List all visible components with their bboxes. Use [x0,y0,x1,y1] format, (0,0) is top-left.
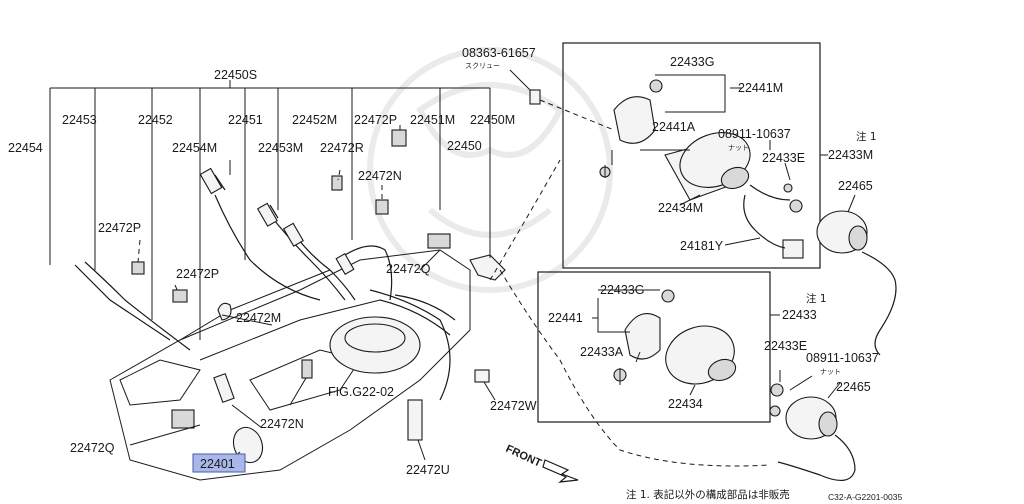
label-22452[interactable]: 22452 [138,113,173,127]
label-08911-lower[interactable]: 08911-10637 [806,351,879,365]
label-22453[interactable]: 22453 [62,113,97,127]
label-fig-ref[interactable]: FIG.G22-02 [328,385,394,399]
leader-lines [129,125,496,463]
label-22472U[interactable]: 22472U [406,463,450,477]
label-22472Q-mid[interactable]: 22472Q [386,262,431,276]
label-22472N-top[interactable]: 22472N [358,169,402,183]
label-22472P-top[interactable]: 22472P [354,113,397,127]
pickup-22465-upper [816,194,897,356]
part-labels: 22450S 22453 22452 22451 22452M 22472P 2… [8,46,902,502]
label-22472Q-bot[interactable]: 22472Q [70,441,115,455]
boots-and-clips [131,129,506,464]
label-22433A[interactable]: 22433A [580,345,624,359]
ref-dashes [489,159,771,467]
label-22433G-upper[interactable]: 22433G [670,55,714,69]
engine-outline [109,249,471,481]
label-22441M[interactable]: 22441M [738,81,783,95]
front-arrow: FRONT [504,443,579,483]
label-22465-lower[interactable]: 22465 [836,380,871,394]
label-nut-upper: ナット [728,144,749,152]
label-22433M[interactable]: 22433M [828,148,873,162]
pickup-22465-lower [777,382,856,481]
label-22454M[interactable]: 22454M [172,141,217,155]
label-22450S[interactable]: 22450S [214,68,257,82]
label-22433G-lower[interactable]: 22433G [600,283,644,297]
label-22434M[interactable]: 22434M [658,201,703,215]
label-22472P-left[interactable]: 22472P [98,221,141,235]
label-22451M[interactable]: 22451M [410,113,455,127]
label-22441A[interactable]: 22441A [652,120,696,134]
bolt-08363 [509,69,615,131]
label-22472W[interactable]: 22472W [490,399,537,413]
highlight-22401[interactable] [192,453,246,473]
label-22453M[interactable]: 22453M [258,141,303,155]
label-22451[interactable]: 22451 [228,113,263,127]
note1-upper: 注 1 [856,130,877,143]
label-22441[interactable]: 22441 [548,311,583,325]
leader-22450S [49,80,491,340]
footnote: 注 1. 表記以外の構成部品は非販売 [626,488,790,501]
label-nut-lower: ナット [820,368,841,376]
label-screw: スクリュー [465,62,500,70]
label-22465-upper[interactable]: 22465 [838,179,873,193]
front-label: FRONT [504,443,544,470]
coil-assembly-box-lower [537,271,813,423]
label-22434[interactable]: 22434 [668,397,703,411]
label-08363[interactable]: 08363-61657 [462,46,536,60]
brackets-right [770,154,828,316]
label-22452M[interactable]: 22452M [292,113,337,127]
label-22472N-bot[interactable]: 22472N [260,417,304,431]
diagram-code: C32-A-G2201-0035 [828,492,902,502]
label-22401[interactable]: 22401 [200,457,235,471]
label-22472M[interactable]: 22472M [236,311,281,325]
label-22472P-mid[interactable]: 22472P [176,267,219,281]
label-22433E-lower[interactable]: 22433E [764,339,807,353]
label-22450M[interactable]: 22450M [470,113,515,127]
label-22450[interactable]: 22450 [447,139,482,153]
label-22472R[interactable]: 22472R [320,141,364,155]
label-24181Y[interactable]: 24181Y [680,239,724,253]
coil-assembly-box-upper [562,42,821,269]
label-22454[interactable]: 22454 [8,141,43,155]
label-08911-upper[interactable]: 08911-10637 [718,127,791,141]
note1-lower: 注 1 [806,292,827,305]
label-22433[interactable]: 22433 [782,308,817,322]
label-22433E-upper[interactable]: 22433E [762,151,805,165]
